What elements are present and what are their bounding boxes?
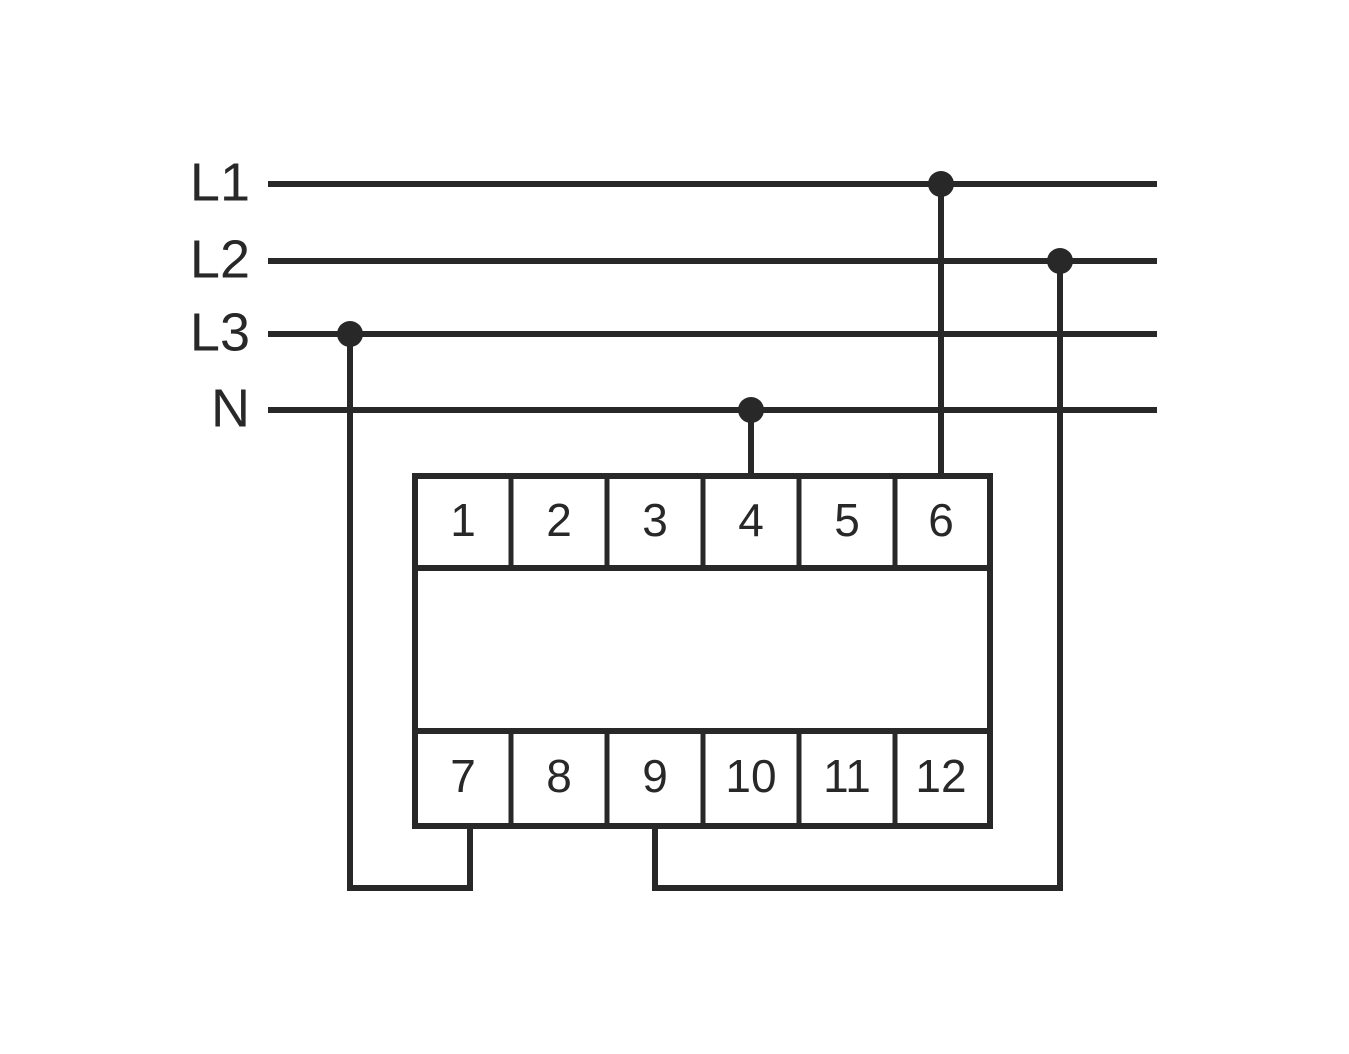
wire-l2-to-terminal-9 [652, 261, 1063, 891]
phase-label-l2: L2 [190, 229, 250, 289]
terminal-number-4: 4 [738, 494, 764, 546]
phase-labels-group: L1 L2 L3 N [190, 152, 250, 438]
terminal-number-11: 11 [823, 750, 871, 802]
terminal-number-1: 1 [450, 494, 476, 546]
junction-dot-l1 [928, 171, 954, 197]
terminal-number-3: 3 [642, 494, 668, 546]
junction-dots-group [337, 171, 1073, 423]
terminal-number-7: 7 [450, 750, 476, 802]
terminal-number-9: 9 [642, 750, 668, 802]
bus-lines-group [268, 181, 1157, 413]
terminal-number-6: 6 [928, 494, 954, 546]
terminal-number-12: 12 [915, 750, 966, 802]
phase-label-l3: L3 [190, 302, 250, 362]
junction-dot-l2 [1047, 248, 1073, 274]
terminal-number-2: 2 [546, 494, 572, 546]
wire-l3-to-terminal-7 [347, 334, 473, 891]
phase-label-l1: L1 [190, 152, 250, 212]
top-row-dividers [508, 476, 898, 568]
top-terminal-numbers: 1 2 3 4 5 6 [450, 494, 954, 546]
terminal-number-8: 8 [546, 750, 572, 802]
terminal-number-10: 10 [725, 750, 776, 802]
terminal-number-5: 5 [834, 494, 860, 546]
bottom-terminal-numbers: 7 8 9 10 11 12 [450, 750, 966, 802]
junction-dot-n [738, 397, 764, 423]
bottom-row-dividers [508, 731, 898, 826]
junction-dot-l3 [337, 321, 363, 347]
phase-label-n: N [211, 378, 250, 438]
